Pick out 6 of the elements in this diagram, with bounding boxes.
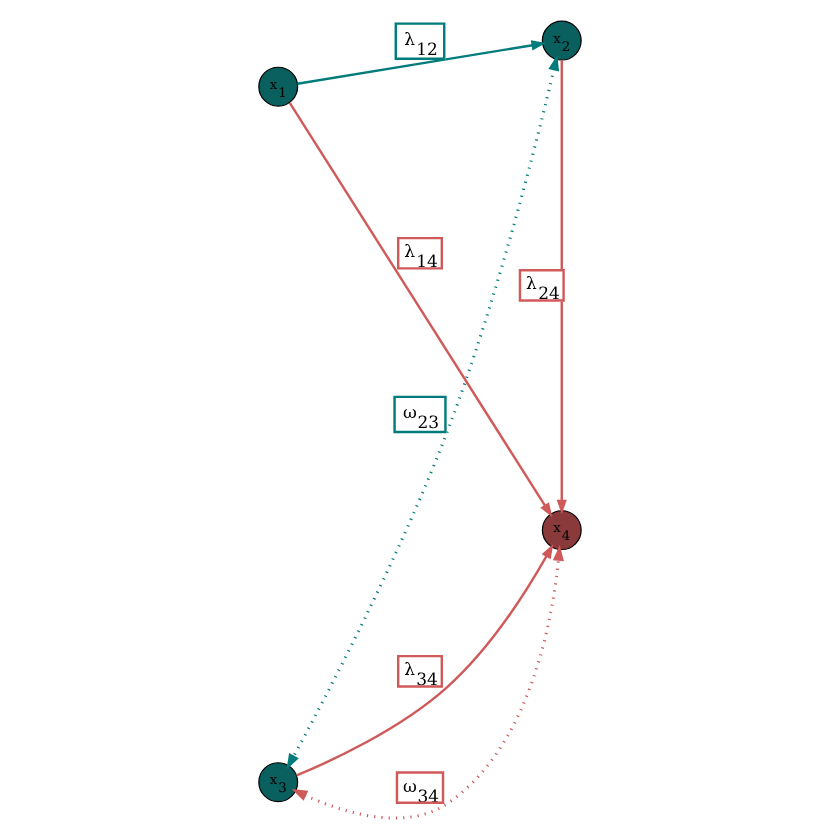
arrow xyxy=(297,40,546,85)
arrow xyxy=(556,60,567,515)
arrow xyxy=(286,54,560,770)
arrow xyxy=(291,544,564,820)
arrow xyxy=(288,102,553,518)
arrow xyxy=(296,543,554,777)
